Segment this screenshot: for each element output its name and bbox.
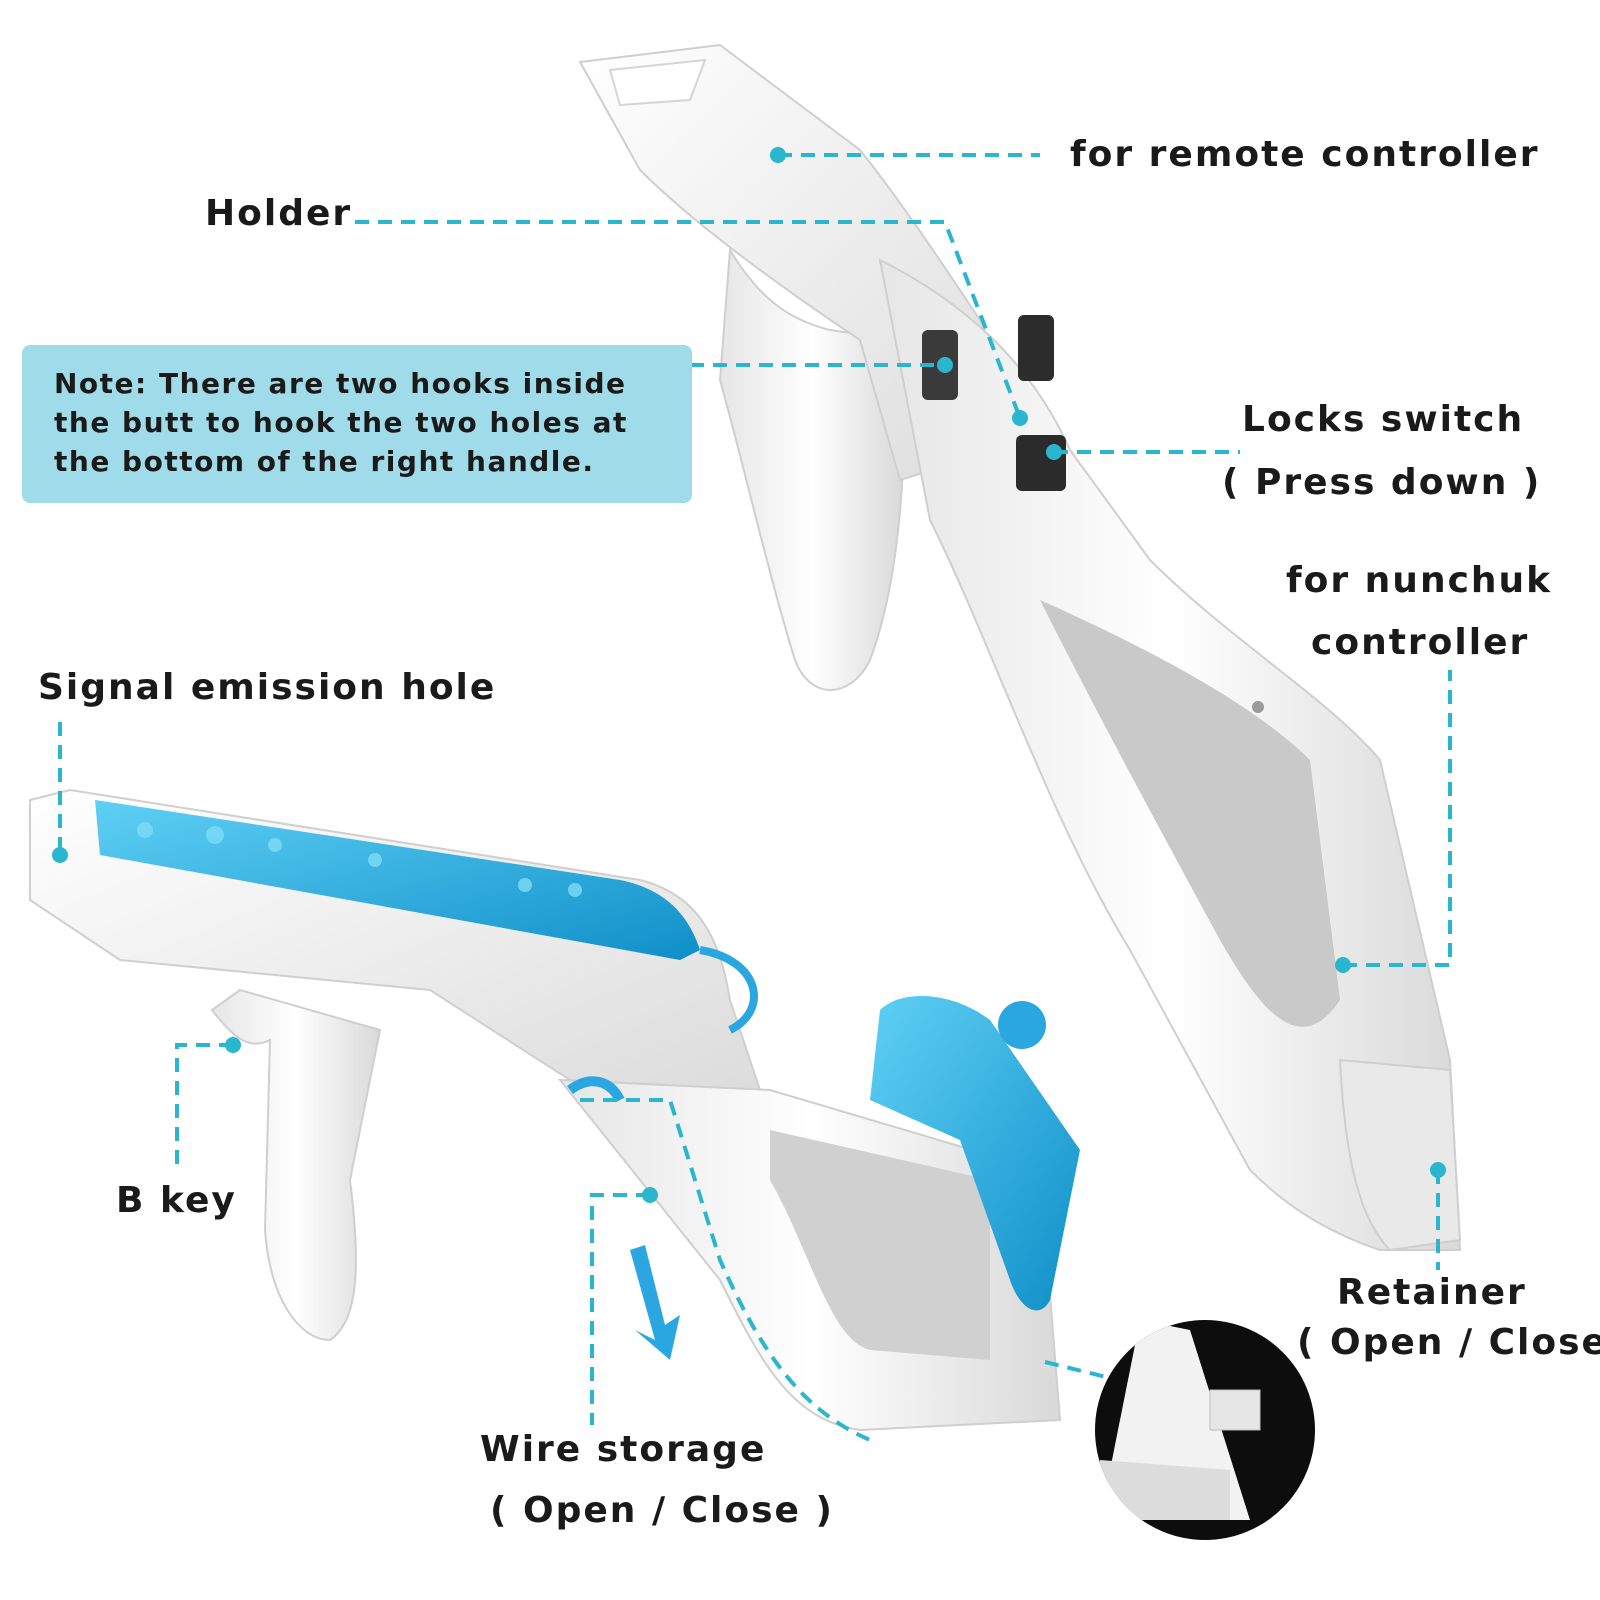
note-line-3: the bottom of the right handle. — [54, 445, 595, 478]
label-signal-emission-hole: Signal emission hole — [38, 667, 497, 708]
label-remote-controller: for remote controller — [1070, 134, 1540, 175]
note-box: Note: There are two hooks inside the but… — [22, 345, 692, 503]
label-retainer: Retainer — [1337, 1272, 1527, 1313]
note-line-1: Note: There are two hooks inside — [54, 367, 627, 400]
label-holder: Holder — [205, 193, 353, 234]
label-nunchuk-line1: for nunchuk — [1286, 560, 1553, 601]
label-wire-storage-open-close: ( Open / Close ) — [490, 1490, 834, 1531]
right-zapper-gun — [578, 43, 1462, 1252]
label-b-key: B key — [116, 1180, 237, 1221]
left-zapper-gun — [29, 788, 1080, 1432]
label-retainer-open-close: ( Open / Close ) — [1297, 1322, 1600, 1363]
note-line-2: the butt to hook the two holes at — [54, 406, 628, 439]
label-locks-switch: Locks switch — [1242, 399, 1525, 440]
retainer-detail-inset — [1095, 1320, 1315, 1540]
leader-dots — [52, 147, 1446, 1203]
label-wire-storage: Wire storage — [480, 1429, 767, 1470]
label-locks-press-down: ( Press down ) — [1222, 462, 1542, 503]
label-nunchuk-line2: controller — [1311, 622, 1530, 663]
leader-lines — [58, 153, 1452, 1442]
